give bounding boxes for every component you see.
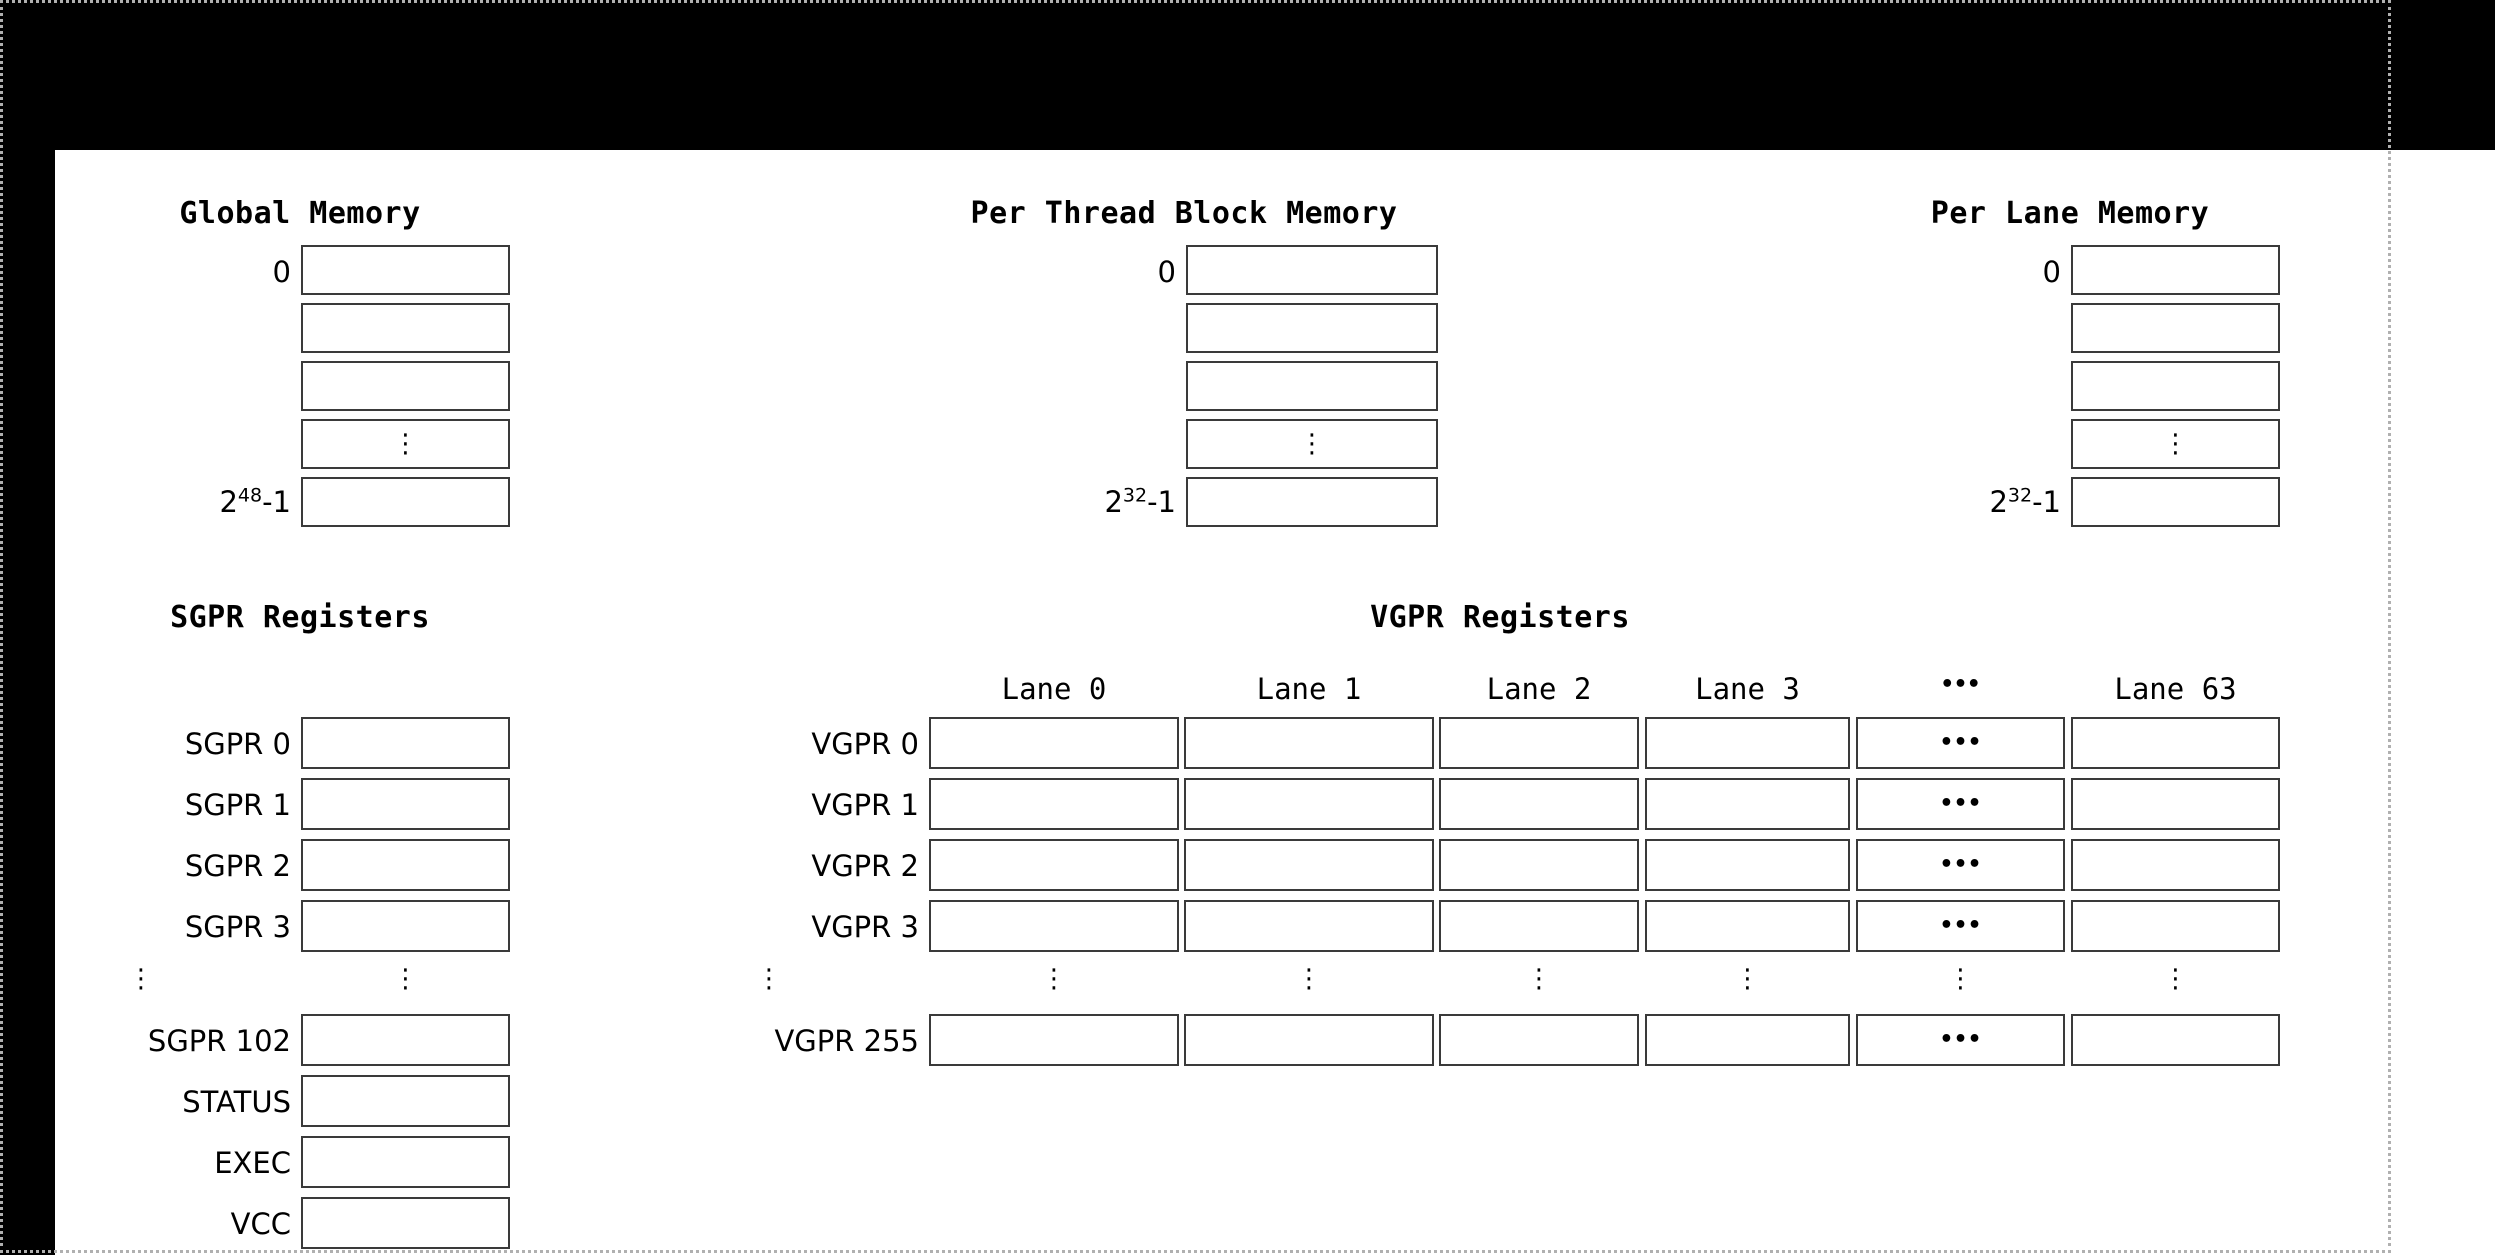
vgpr-column-header: Lane 1 xyxy=(1256,672,1362,706)
sgpr-value-cell[interactable] xyxy=(301,1075,510,1127)
vgpr-row-label: VGPR 3 xyxy=(811,910,919,944)
sgpr-row-label: VCC xyxy=(230,1207,291,1241)
vgpr-value-cell[interactable]: ••• xyxy=(1856,1014,2065,1066)
vgpr-value-cell[interactable] xyxy=(1184,900,1434,952)
vgpr-value-cell[interactable]: ••• xyxy=(1856,717,2065,769)
sgpr-row-label: SGPR 2 xyxy=(184,849,291,883)
memory-cell[interactable] xyxy=(1186,477,1438,527)
memory-panel-title: Per Thread Block Memory xyxy=(970,196,1398,231)
memory-cell[interactable] xyxy=(2071,361,2280,411)
vgpr-row-ellipsis-cell: ⋮ xyxy=(1041,964,1067,994)
vgpr-value-cell[interactable] xyxy=(2071,900,2280,952)
vgpr-value-cell[interactable] xyxy=(929,839,1179,891)
vgpr-value-cell[interactable] xyxy=(2071,1014,2280,1066)
memory-panel-title: Per Lane Memory xyxy=(1930,196,2210,231)
sgpr-value-cell[interactable] xyxy=(301,1197,510,1249)
vgpr-column-header: Lane 0 xyxy=(1001,672,1107,706)
vgpr-column-header: ••• xyxy=(1940,672,1981,697)
vgpr-value-cell[interactable] xyxy=(1439,717,1639,769)
sgpr-row-label: STATUS xyxy=(182,1085,291,1119)
memory-cell[interactable] xyxy=(1186,245,1438,295)
vgpr-row-ellipsis-cell: ⋮ xyxy=(1947,964,1974,994)
memory-cell[interactable] xyxy=(2071,245,2280,295)
memory-cell[interactable] xyxy=(301,477,510,527)
vgpr-row-ellipsis-cell: ⋮ xyxy=(1734,964,1761,994)
memory-panel-title: Global Memory xyxy=(179,196,421,231)
memory-cell[interactable] xyxy=(301,361,510,411)
memory-first-address-label: 0 xyxy=(2042,255,2061,289)
memory-cell[interactable]: ⋮ xyxy=(2071,419,2280,469)
vgpr-value-cell[interactable] xyxy=(1184,717,1434,769)
vgpr-row-ellipsis-cell: ⋮ xyxy=(1526,964,1552,994)
vgpr-value-cell[interactable] xyxy=(2071,839,2280,891)
letterbox-top-band xyxy=(0,0,2495,150)
vgpr-value-cell[interactable] xyxy=(1645,778,1850,830)
vgpr-value-cell[interactable] xyxy=(1184,778,1434,830)
sgpr-row-label: SGPR 3 xyxy=(184,910,291,944)
vgpr-row-label: VGPR 255 xyxy=(774,1024,919,1058)
sgpr-row-label: SGPR 102 xyxy=(147,1024,291,1058)
sgpr-row-label: SGPR 0 xyxy=(184,727,291,761)
vgpr-column-header: Lane 63 xyxy=(2114,672,2237,706)
sgpr-value-cell[interactable] xyxy=(301,1136,510,1188)
memory-cell[interactable] xyxy=(301,245,510,295)
sgpr-row-label: SGPR 1 xyxy=(184,788,291,822)
vgpr-value-cell[interactable] xyxy=(2071,778,2280,830)
vgpr-value-cell[interactable] xyxy=(1439,778,1639,830)
letterbox-left-band xyxy=(0,0,55,1255)
memory-last-address-label: 232-1 xyxy=(1989,484,2061,519)
vgpr-value-cell[interactable]: ••• xyxy=(1856,778,2065,830)
sgpr-row-ellipsis-cell: ⋮ xyxy=(392,964,419,994)
vgpr-value-cell[interactable] xyxy=(929,717,1179,769)
memory-first-address-label: 0 xyxy=(1157,255,1176,289)
vgpr-value-cell[interactable]: ••• xyxy=(1856,900,2065,952)
vgpr-row-label: VGPR 0 xyxy=(811,727,919,761)
sgpr-value-cell[interactable] xyxy=(301,839,510,891)
memory-cell[interactable] xyxy=(2071,303,2280,353)
vgpr-value-cell[interactable] xyxy=(929,900,1179,952)
vgpr-value-cell[interactable]: ••• xyxy=(1856,839,2065,891)
vgpr-value-cell[interactable] xyxy=(1645,839,1850,891)
sgpr-value-cell[interactable] xyxy=(301,778,510,830)
memory-last-address-label: 232-1 xyxy=(1104,484,1176,519)
vgpr-value-cell[interactable] xyxy=(1645,717,1850,769)
memory-cell[interactable] xyxy=(301,303,510,353)
memory-cell[interactable] xyxy=(1186,361,1438,411)
vgpr-row-label: VGPR 2 xyxy=(811,849,919,883)
vgpr-value-cell[interactable] xyxy=(1439,900,1639,952)
vgpr-value-cell[interactable] xyxy=(929,778,1179,830)
vgpr-row-ellipsis-cell: ⋮ xyxy=(2162,964,2189,994)
memory-cell[interactable] xyxy=(2071,477,2280,527)
vgpr-row-ellipsis-cell: ⋮ xyxy=(1296,964,1322,994)
vgpr-column-header: Lane 2 xyxy=(1486,672,1592,706)
vgpr-value-cell[interactable] xyxy=(1645,900,1850,952)
vgpr-column-header: Lane 3 xyxy=(1695,672,1800,706)
vgpr-value-cell[interactable] xyxy=(1439,839,1639,891)
sgpr-value-cell[interactable] xyxy=(301,1014,510,1066)
memory-cell[interactable]: ⋮ xyxy=(1186,419,1438,469)
vgpr-value-cell[interactable] xyxy=(1184,1014,1434,1066)
sgpr-value-cell[interactable] xyxy=(301,900,510,952)
sgpr-row-label: EXEC xyxy=(214,1146,291,1180)
vgpr-section-title: VGPR Registers xyxy=(1370,600,1630,635)
memory-first-address-label: 0 xyxy=(272,255,291,289)
sgpr-value-cell[interactable] xyxy=(301,717,510,769)
sgpr-row-ellipsis-label: ⋮ xyxy=(128,964,154,994)
vgpr-value-cell[interactable] xyxy=(929,1014,1179,1066)
memory-cell[interactable] xyxy=(1186,303,1438,353)
memory-cell[interactable]: ⋮ xyxy=(301,419,510,469)
vgpr-value-cell[interactable] xyxy=(1645,1014,1850,1066)
vgpr-row-ellipsis-label: ⋮ xyxy=(756,964,782,994)
vgpr-value-cell[interactable] xyxy=(1184,839,1434,891)
vgpr-value-cell[interactable] xyxy=(1439,1014,1639,1066)
vgpr-row-label: VGPR 1 xyxy=(811,788,919,822)
vgpr-value-cell[interactable] xyxy=(2071,717,2280,769)
sgpr-section-title: SGPR Registers xyxy=(170,600,430,635)
memory-last-address-label: 248-1 xyxy=(219,484,291,519)
